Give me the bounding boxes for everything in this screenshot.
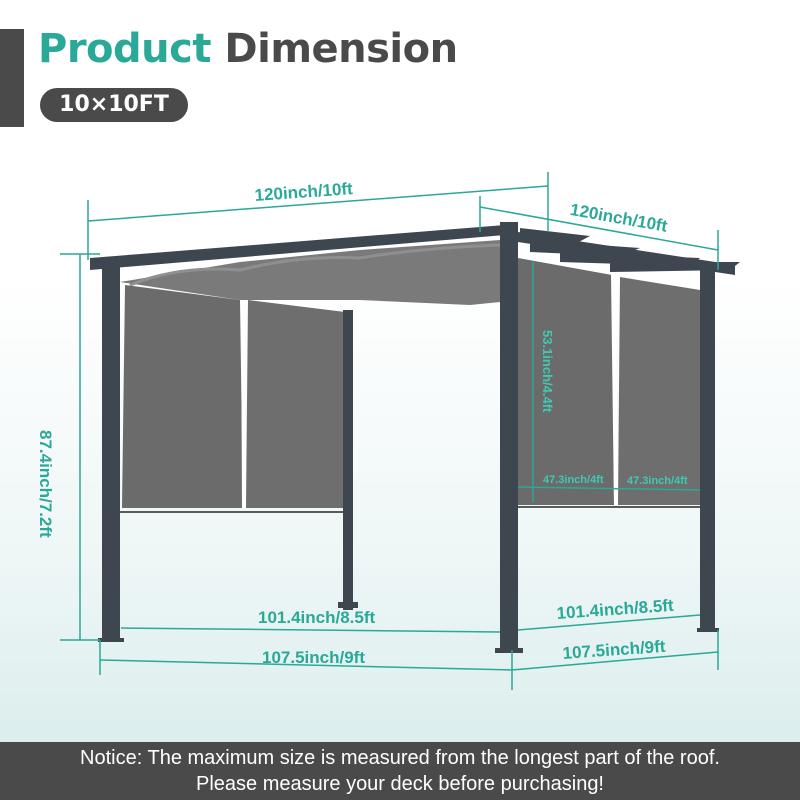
dim-height: 87.4inch/7.2ft bbox=[36, 430, 55, 538]
right-curtains bbox=[515, 258, 702, 508]
title-product: Product bbox=[38, 26, 211, 72]
title-dimension: Dimension bbox=[224, 26, 458, 72]
dim-outer-front: 107.5inch/9ft bbox=[262, 648, 365, 667]
dimension-lines bbox=[60, 172, 719, 690]
notice-line-2: Please measure your deck before purchasi… bbox=[195, 773, 604, 795]
header-accent-bar bbox=[0, 29, 24, 127]
dim-curtain-height: 53.1inch/4.4ft bbox=[540, 330, 555, 413]
dim-curtain-width-right: 47.3inch/4ft bbox=[627, 475, 688, 487]
dim-inner-front: 101.4inch/8.5ft bbox=[258, 608, 376, 627]
dim-curtain-width-left: 47.3inch/4ft bbox=[543, 474, 604, 486]
roof-canopy bbox=[120, 240, 520, 305]
pergola-frame bbox=[90, 222, 740, 653]
size-badge: 10×10FT bbox=[40, 88, 188, 122]
notice-banner: Notice: The maximum size is measured fro… bbox=[0, 742, 800, 800]
left-curtains bbox=[118, 285, 345, 513]
page-title: Product Dimension bbox=[38, 26, 458, 72]
notice-line-1: Notice: The maximum size is measured fro… bbox=[80, 747, 720, 769]
